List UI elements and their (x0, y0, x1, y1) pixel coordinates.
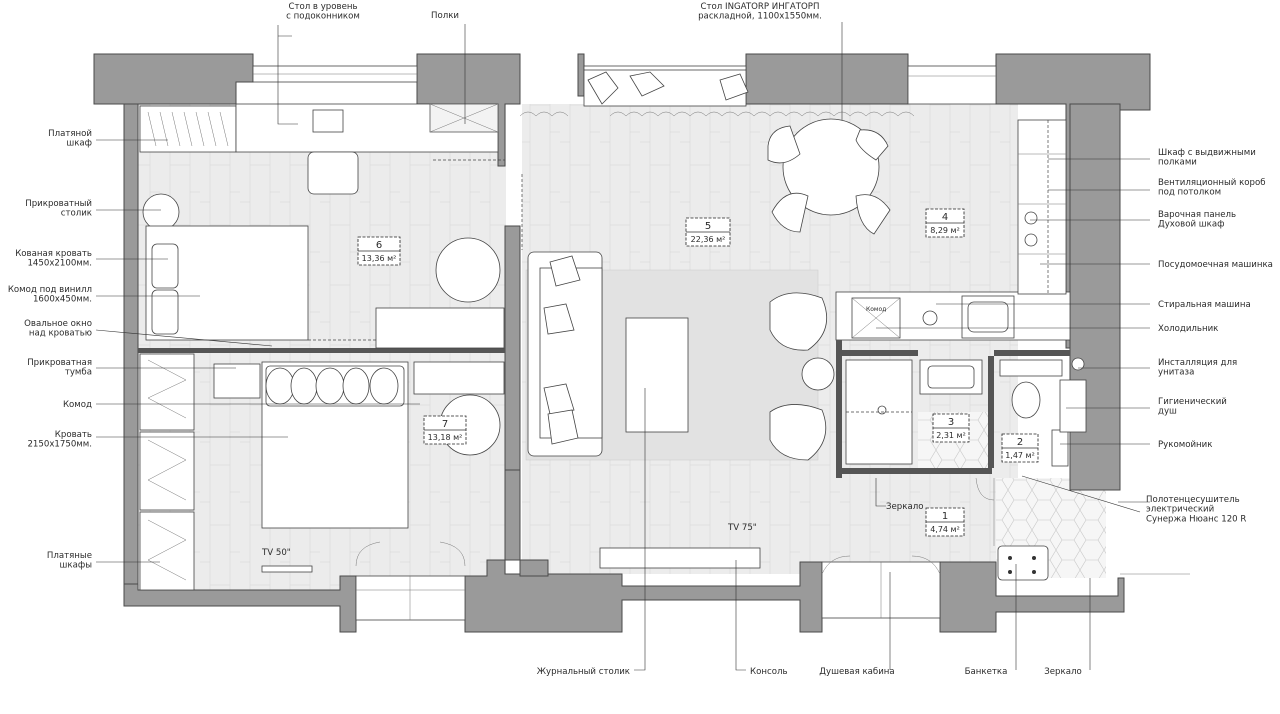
room-4-furniture (851, 119, 1067, 339)
room-tag-6: 6 13,36 м² (357, 236, 401, 266)
room-area: 13,18 м² (428, 433, 463, 442)
room-tag-1: 1 4,74 м² (925, 507, 965, 537)
label-washbasin: Рукомойник (1158, 440, 1212, 450)
bath-furniture (821, 357, 1190, 581)
room-7-furniture (139, 353, 505, 591)
label-dresser: Комод (63, 400, 92, 410)
room-number: 1 (942, 511, 948, 522)
room-area: 2,31 м² (936, 431, 966, 440)
room-number: 6 (376, 240, 382, 251)
room-5-furniture (519, 69, 915, 569)
label-tv-50: TV 50" (261, 548, 291, 558)
label-washer: Стиральная машина (1158, 300, 1251, 310)
leader-lines (95, 22, 1150, 671)
room-number: 3 (948, 417, 954, 428)
label-fridge-inner: Комод (866, 306, 886, 313)
label-dishwasher: Посудомоечная машинка (1158, 260, 1273, 270)
room-number: 7 (442, 419, 448, 430)
room-area: 8,29 м² (930, 226, 960, 235)
label-coffee-table: Журнальный столик (537, 667, 630, 677)
label-shelves: Полки (431, 11, 459, 21)
room-number: 5 (705, 221, 711, 232)
room-tags: 6 13,36 м² 7 13,18 м² 5 22,36 м² 4 8,29 … (357, 208, 1039, 537)
label-mirror-inner: Зеркало (886, 502, 923, 512)
room-number: 4 (942, 212, 948, 223)
room-area: 1,47 м² (1005, 451, 1035, 460)
room-tag-5: 5 22,36 м² (685, 217, 731, 247)
label-fridge: Холодильник (1158, 324, 1218, 334)
label-shower-cabin: Душевая кабина (819, 667, 894, 677)
room-tag-7: 7 13,18 м² (423, 415, 467, 445)
room-area: 4,74 м² (930, 525, 960, 534)
label-mirror: Зеркало (1044, 667, 1081, 677)
room-number: 2 (1017, 437, 1023, 448)
label-console: Консоль (750, 667, 788, 677)
label-bench: Банкетка (965, 667, 1008, 677)
room-6-furniture (139, 103, 505, 349)
room-tag-2: 2 1,47 м² (1001, 433, 1039, 463)
room-area: 13,36 м² (362, 254, 397, 263)
room-area: 22,36 м² (691, 235, 726, 244)
room-tag-4: 4 8,29 м² (925, 208, 965, 238)
room-tag-3: 3 2,31 м² (932, 413, 970, 443)
label-tv-75: TV 75" (727, 523, 757, 533)
